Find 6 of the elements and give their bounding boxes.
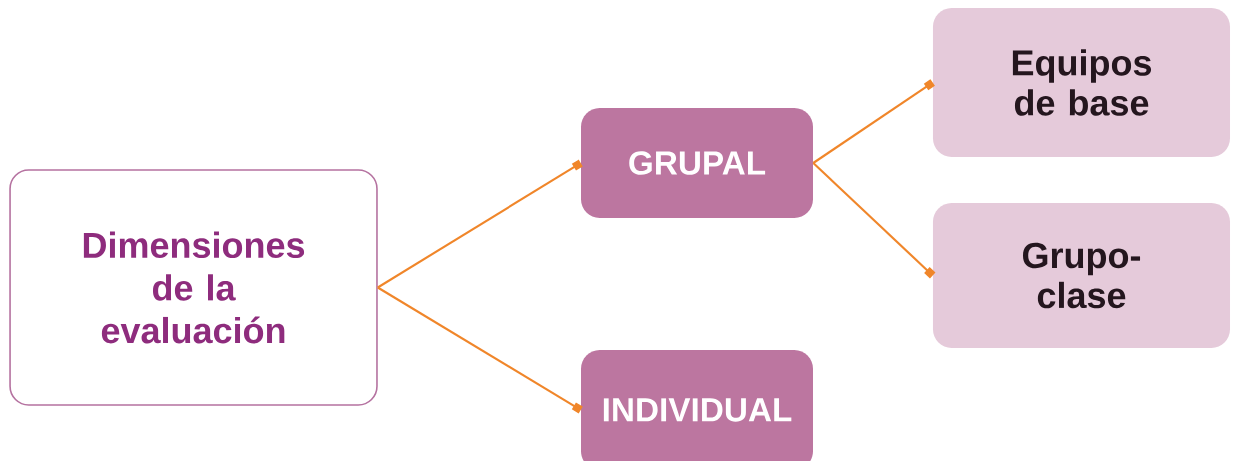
connector — [812, 79, 935, 164]
subcategory-box: Equipos de base — [932, 7, 1230, 158]
category-box: INDIVIDUAL — [581, 350, 813, 461]
subcategory-box: Grupo-clase — [932, 202, 1230, 349]
category-box: GRUPAL — [581, 108, 813, 218]
title-box: Dimensiones de la evaluación — [9, 169, 378, 406]
